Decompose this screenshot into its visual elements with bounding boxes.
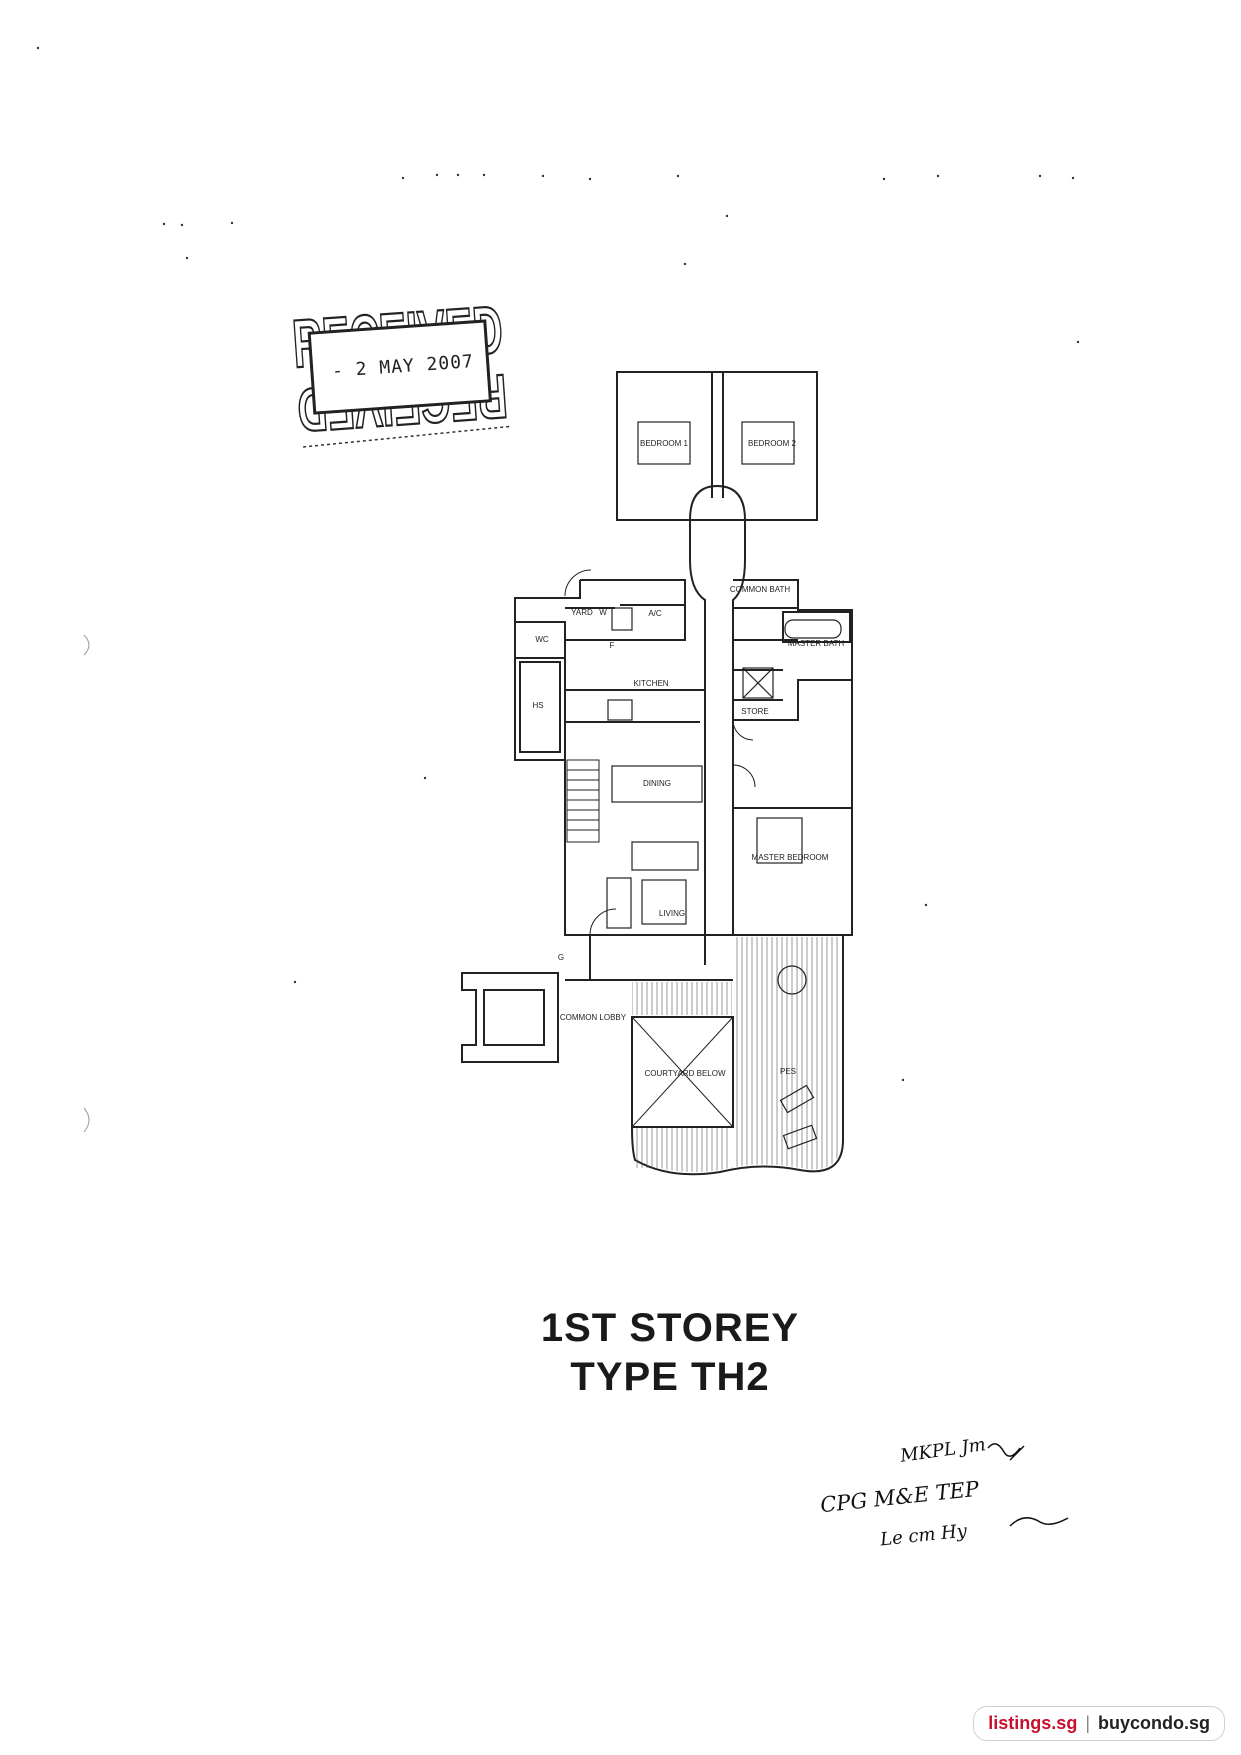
footer-link-buycondo[interactable]: buycondo.sg bbox=[1098, 1713, 1210, 1733]
label-kitchen: KITCHEN bbox=[633, 679, 668, 688]
shower bbox=[742, 667, 774, 699]
footer-link-listings[interactable]: listings.sg bbox=[988, 1713, 1078, 1733]
label-common-bath: COMMON BATH bbox=[730, 585, 791, 594]
label-f: F bbox=[610, 641, 615, 650]
label-wc: WC bbox=[535, 635, 549, 644]
label-bedroom-2: BEDROOM 2 bbox=[748, 439, 797, 448]
sofa-side bbox=[606, 877, 632, 929]
scan-specks bbox=[36, 46, 1080, 1082]
signature-marks bbox=[987, 1443, 1069, 1527]
plan-title-storey: 1ST STOREY bbox=[540, 1306, 800, 1350]
edge-marks bbox=[83, 634, 90, 1133]
label-courtyard: COURTYARD BELOW bbox=[644, 1069, 725, 1078]
label-yard: YARD bbox=[571, 608, 593, 617]
received-stamp: RECEIVED RECEIVED bbox=[289, 291, 511, 448]
label-living: LIVING bbox=[659, 909, 685, 918]
dining-table bbox=[611, 765, 703, 803]
washer bbox=[611, 607, 633, 631]
label-g: G bbox=[558, 953, 564, 962]
terrace-hatching bbox=[632, 937, 841, 1173]
label-w: W bbox=[599, 608, 607, 617]
label-common-lobby: COMMON LOBBY bbox=[560, 1013, 627, 1022]
footer-watermark: listings.sg | buycondo.sg bbox=[973, 1706, 1225, 1741]
staircase bbox=[566, 759, 600, 843]
plan-walls bbox=[461, 371, 853, 1176]
plan-title-type: TYPE TH2 bbox=[570, 1355, 770, 1399]
lounger-2 bbox=[782, 1124, 818, 1150]
lounger-1 bbox=[779, 1084, 815, 1114]
bathtub bbox=[784, 619, 842, 639]
master-bed bbox=[756, 817, 803, 864]
label-ac: A/C bbox=[648, 609, 662, 618]
round-table bbox=[777, 965, 807, 995]
label-pes: PES bbox=[780, 1067, 796, 1076]
label-dining: DINING bbox=[643, 779, 671, 788]
label-master-bath: MASTER BATH bbox=[788, 639, 845, 648]
label-master-bedroom: MASTER BEDROOM bbox=[752, 853, 829, 862]
label-store: STORE bbox=[741, 707, 768, 716]
room-labels: BEDROOM 1 BEDROOM 2 COMMON BATH MASTER B… bbox=[532, 439, 844, 1078]
sofa-back bbox=[631, 841, 699, 871]
kitchen-sink bbox=[607, 699, 633, 721]
bed-2 bbox=[741, 421, 795, 465]
coffee-table bbox=[641, 879, 687, 925]
bed-1 bbox=[637, 421, 691, 465]
footer-separator: | bbox=[1085, 1713, 1090, 1733]
furniture bbox=[606, 421, 842, 1150]
label-hs: HS bbox=[532, 701, 543, 710]
label-bedroom-1: BEDROOM 1 bbox=[640, 439, 689, 448]
